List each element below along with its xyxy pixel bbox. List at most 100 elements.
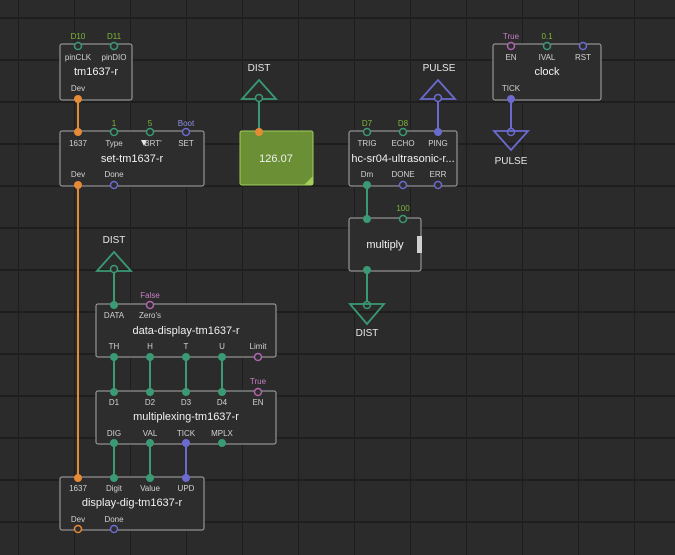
brt-value: 5	[148, 119, 153, 128]
in-digit-port[interactable]	[110, 474, 118, 482]
out-u-port[interactable]	[218, 353, 226, 361]
in-en-port[interactable]	[253, 387, 263, 397]
in-d4-port[interactable]	[218, 388, 226, 396]
in-value-port[interactable]	[146, 474, 154, 482]
in-en-label: EN	[252, 398, 263, 407]
node-hc-sr04-ultrasonic-r[interactable]: D7 D8 TRIG ECHO PING hc-sr04-ultrasonic-…	[348, 119, 458, 190]
out-tick-label: TICK	[177, 429, 196, 438]
bus-label: PULSE	[495, 156, 528, 167]
bus-dist-multiply[interactable]: DIST	[348, 300, 386, 340]
node-set-tm1637-r[interactable]: 1 5 Boot 1637 Type BRT' SET set-tm1637-r…	[59, 119, 205, 190]
out-tick-port[interactable]	[182, 439, 190, 447]
pin-dio-port[interactable]	[109, 41, 119, 51]
bus-label: PULSE	[423, 63, 456, 74]
out-tick-label: TICK	[502, 84, 521, 93]
bus-pulse-clock[interactable]: PULSE	[491, 127, 531, 168]
in-ping-port[interactable]	[434, 128, 442, 136]
out-t-port[interactable]	[182, 353, 190, 361]
out-mplx-port[interactable]	[218, 439, 226, 447]
out-u-label: U	[219, 342, 225, 351]
bus-dist-datadisp[interactable]: DIST	[94, 235, 134, 274]
ival-value: 0.1	[541, 32, 553, 41]
node-watch[interactable]: 126.07	[239, 128, 314, 186]
in-en-port[interactable]	[506, 41, 516, 51]
node-tm1637-r[interactable]: D10 D11 pinCLK pinDIO tm1637-r Dev	[59, 32, 133, 103]
node-body[interactable]	[59, 43, 133, 101]
in-ival-port[interactable]	[542, 41, 552, 51]
pin-clk-value: D10	[71, 32, 86, 41]
in-d1-label: D1	[109, 398, 120, 407]
out-done-port[interactable]	[109, 524, 119, 534]
in-data-port[interactable]	[110, 301, 118, 309]
node-display-dig-tm1637-r[interactable]: 1637 Digit Value UPD display-dig-tm1637-…	[59, 474, 205, 534]
out-dev-port[interactable]	[74, 181, 82, 189]
in-ping-label: PING	[428, 139, 448, 148]
bus-label: DIST	[103, 235, 126, 246]
in-set-label: SET	[178, 139, 194, 148]
out-dig-port[interactable]	[110, 439, 118, 447]
out-val-port[interactable]	[146, 439, 154, 447]
out-done-port[interactable]	[109, 180, 119, 190]
in-1637-port[interactable]	[74, 474, 82, 482]
out-dev-label: Dev	[71, 84, 85, 93]
out-dev-port[interactable]	[74, 95, 82, 103]
out-th-port[interactable]	[110, 353, 118, 361]
out-t-label: T	[184, 342, 189, 351]
node-title: multiply	[366, 239, 404, 251]
in-rst-label: RST	[575, 53, 591, 62]
bus-port[interactable]	[506, 127, 516, 137]
bus-pulse-hcsr[interactable]: PULSE	[418, 63, 458, 103]
in-rst-port[interactable]	[578, 41, 588, 51]
watch-in-port[interactable]	[255, 128, 263, 136]
out-dm-port[interactable]	[363, 181, 371, 189]
out-err-port[interactable]	[433, 180, 443, 190]
pin-dio-label: pinDIO	[102, 53, 127, 62]
bus-port[interactable]	[254, 93, 264, 103]
node-multiply[interactable]: 100 multiply	[348, 204, 422, 274]
in-echo-port[interactable]	[398, 127, 408, 137]
node-title: data-display-tm1637-r	[133, 325, 240, 337]
in-zeros-port[interactable]	[145, 300, 155, 310]
node-clock[interactable]: True 0.1 EN IVAL RST clock TICK	[492, 32, 602, 103]
in-1637-label: 1637	[69, 139, 87, 148]
brt-triangle-icon	[141, 140, 147, 146]
node-body[interactable]	[59, 476, 205, 531]
out-limit-port[interactable]	[253, 352, 263, 362]
node-data-display-tm1637-r[interactable]: False DATA Zero's data-display-tm1637-r …	[95, 291, 277, 362]
node-title: multiplexing-tm1637-r	[133, 411, 239, 423]
bus-port[interactable]	[362, 300, 372, 310]
in-1-port[interactable]	[363, 215, 371, 223]
out-port[interactable]	[363, 266, 371, 274]
node-body[interactable]	[59, 130, 205, 187]
out-tick-port[interactable]	[507, 95, 515, 103]
in-value: 100	[396, 204, 410, 213]
in-trig-port[interactable]	[362, 127, 372, 137]
pin-clk-port[interactable]	[73, 41, 83, 51]
bus-port[interactable]	[109, 264, 119, 274]
bus-port[interactable]	[433, 93, 443, 103]
watch-value: 126.07	[259, 153, 293, 165]
in-d2-port[interactable]	[146, 388, 154, 396]
in-type-port[interactable]	[109, 127, 119, 137]
in-2-port[interactable]	[398, 214, 408, 224]
out-dig-label: DIG	[107, 429, 121, 438]
in-d1-port[interactable]	[110, 388, 118, 396]
node-multiplexing-tm1637-r[interactable]: True D1 D2 D3 D4 EN multiplexing-tm1637-…	[95, 377, 277, 447]
in-brt-port[interactable]	[145, 127, 155, 137]
en-value: True	[250, 377, 267, 386]
in-data-label: DATA	[104, 311, 125, 320]
in-1637-port[interactable]	[74, 128, 82, 136]
in-upd-port[interactable]	[182, 474, 190, 482]
watch-body[interactable]	[239, 130, 314, 186]
variadic-handle[interactable]	[417, 236, 422, 253]
out-val-label: VAL	[143, 429, 158, 438]
in-d3-port[interactable]	[182, 388, 190, 396]
out-dev-port[interactable]	[73, 524, 83, 534]
out-done-port[interactable]	[398, 180, 408, 190]
bus-dist-watch[interactable]: DIST	[239, 63, 279, 103]
in-digit-label: Digit	[106, 484, 123, 493]
links	[77, 99, 512, 478]
in-set-port[interactable]	[181, 127, 191, 137]
echo-value: D8	[398, 119, 409, 128]
out-h-port[interactable]	[146, 353, 154, 361]
